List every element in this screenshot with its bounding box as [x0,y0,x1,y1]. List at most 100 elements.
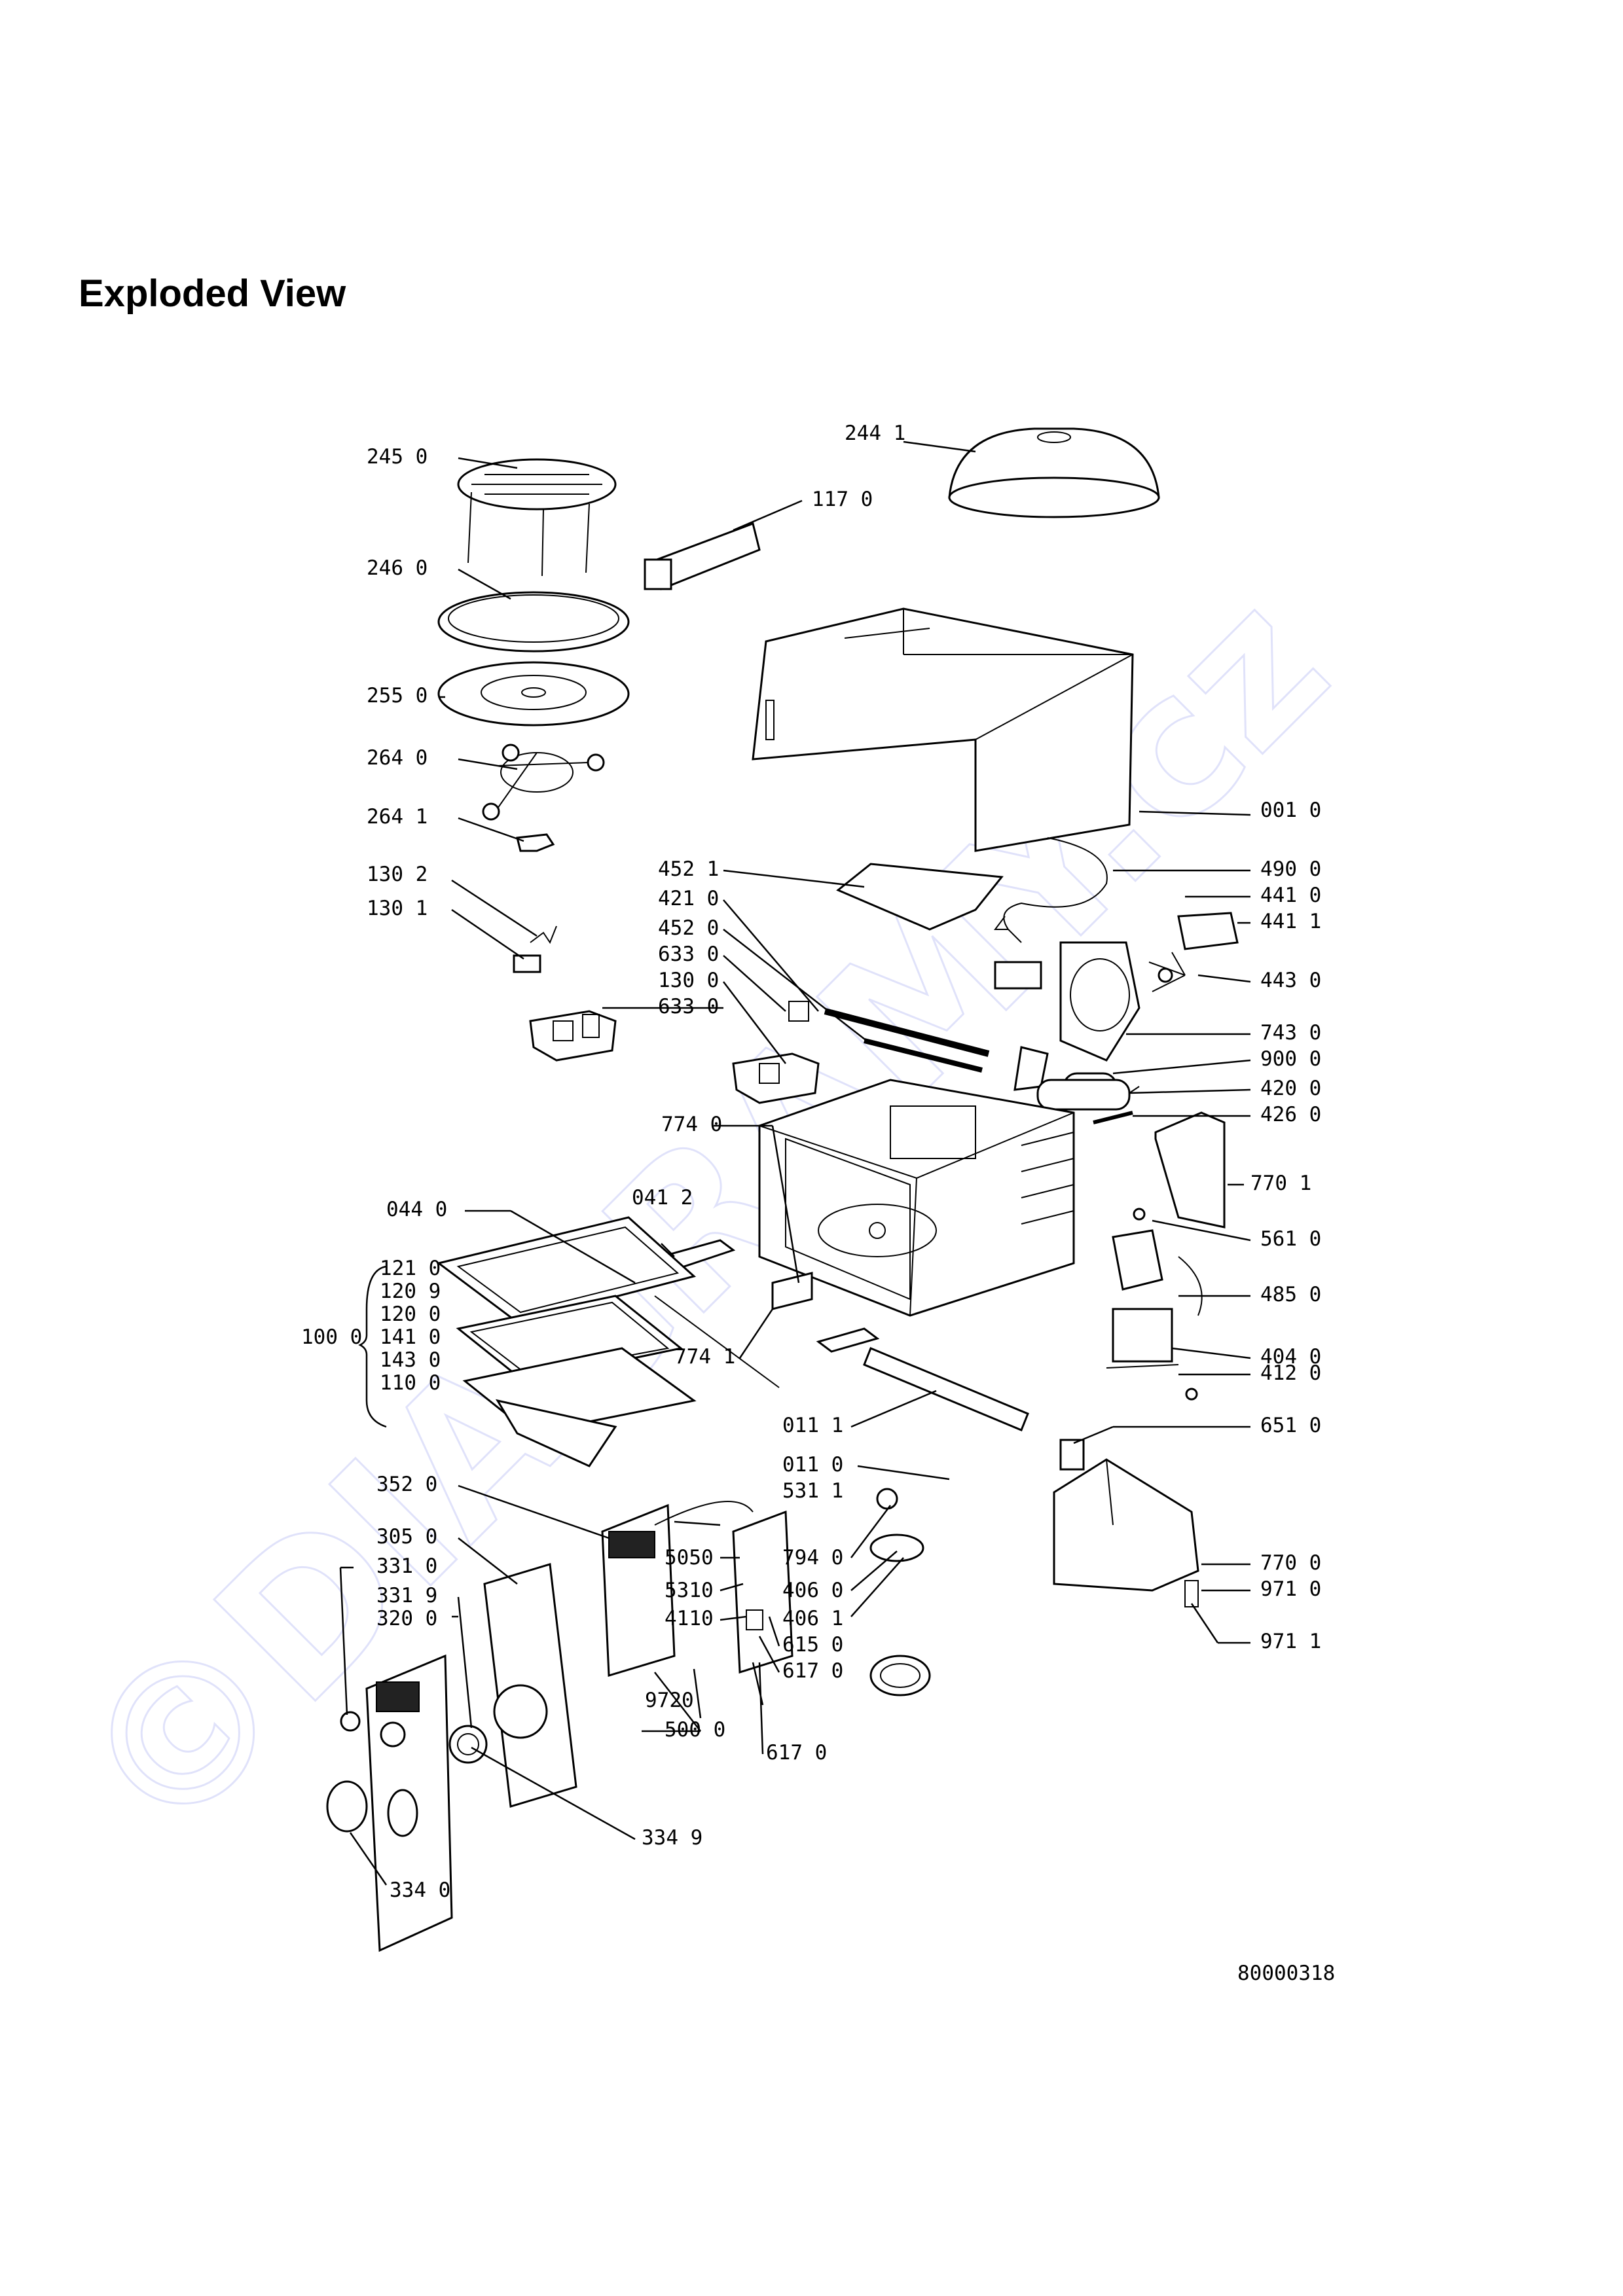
part-label: 774 0 [661,1113,722,1136]
part-label: 770 1 [1250,1172,1311,1195]
part-label: 117 0 [812,488,873,511]
part-label: 426 0 [1260,1103,1321,1126]
part-label: 412 0 [1260,1361,1321,1385]
plate-cover-part [948,427,1160,518]
part-label: 244 1 [845,422,905,445]
glass-plate-part [437,661,630,726]
part-label: 352 0 [376,1473,437,1496]
part-label: 044 0 [386,1198,447,1221]
part-label: 971 0 [1260,1577,1321,1601]
display-board-part [601,1503,676,1677]
fuse-part [1093,1111,1133,1124]
part-label: 774 1 [674,1345,735,1369]
part-label: 406 0 [782,1579,843,1602]
part-label: 120 0 [380,1302,441,1326]
part-label: 264 0 [367,746,428,770]
part-label: 633 0 [658,942,719,966]
door-frame-part [436,1216,780,1467]
handle-part [644,522,761,590]
tray-part [437,591,630,653]
part-label: 110 0 [380,1371,441,1395]
outer-case-part [752,607,1134,852]
part-label: 9720 [645,1689,694,1712]
part-label: 141 0 [380,1325,441,1349]
part-label: 320 0 [376,1607,437,1630]
door-switch-right-part [732,1001,820,1104]
part-label: 743 0 [1260,1021,1321,1045]
part-label: 971 1 [1260,1630,1321,1653]
part-label: 421 0 [658,887,719,910]
part-label: 900 0 [1260,1047,1321,1071]
part-label: 633 0 [658,995,719,1018]
part-label: 305 0 [376,1525,437,1549]
part-label: 255 0 [367,684,428,708]
spring-clip-part [513,925,557,973]
part-label: 443 0 [1260,969,1321,992]
part-label: 264 1 [367,805,428,829]
coupler-part [516,833,555,852]
part-label: 001 0 [1260,798,1321,822]
part-label: 441 0 [1260,884,1321,907]
grill-rack-part [457,458,617,577]
part-label: 331 9 [376,1584,437,1607]
part-label: 617 0 [766,1741,827,1765]
part-label: 334 9 [642,1826,702,1850]
part-label: 331 0 [376,1554,437,1578]
part-label: 651 0 [1260,1414,1321,1437]
part-label: 770 0 [1260,1551,1321,1575]
base-housing-part [1053,1439,1199,1607]
part-label: 143 0 [380,1348,441,1372]
part-label: 420 0 [1260,1077,1321,1100]
part-label: 121 0 [380,1257,441,1280]
part-label: 130 0 [658,969,719,992]
part-label: 5050 [665,1546,714,1570]
part-label: 617 0 [782,1659,843,1683]
part-label: 452 1 [658,857,719,881]
cover-plate-part [836,863,1004,931]
support-rail-part [863,1347,1029,1431]
knob-small-part [340,1711,361,1732]
part-label: 011 1 [782,1414,843,1437]
roller-ring-part [482,744,605,821]
part-label: 406 1 [782,1607,843,1630]
part-label: 404 0 [1260,1345,1321,1369]
heater-element-part [824,1008,990,1057]
fan-motor-part [994,912,1239,1062]
part-label: 245 0 [367,445,428,469]
part-label: 452 0 [658,916,719,940]
part-label: 531 1 [782,1479,843,1503]
part-label: 100 0 [301,1325,362,1349]
part-label: 615 0 [782,1633,843,1657]
part-label: 561 0 [1260,1227,1321,1251]
hinge-clip-part [771,1272,813,1310]
turntable-motor-part [869,1488,931,1696]
part-label: 4110 [665,1607,714,1630]
page-title: Exploded View [79,272,346,315]
part-label: 441 1 [1260,910,1321,933]
control-pcb-part [654,1501,793,1674]
part-label: 490 0 [1260,857,1321,881]
watermark: ©DIAGRAMY.cz [35,550,1370,1885]
part-label: 130 2 [367,863,428,886]
knob-large-part [326,1780,368,1833]
part-label: 130 1 [367,897,428,920]
part-label: 246 0 [367,556,428,580]
part-label: 500 0 [665,1718,725,1742]
drawing-number: 80000318 [1237,1962,1335,1985]
part-label: 041 2 [632,1186,693,1210]
part-labels: 244 1 245 0 117 0 246 0 255 0 264 0 264 … [301,422,1321,1902]
part-label: 120 9 [380,1280,441,1303]
door-switch-left-part [529,1010,617,1062]
oven-cavity-part [758,1079,1075,1317]
part-label: 334 0 [390,1878,450,1902]
control-panel-part [365,1563,577,1952]
shield-part [1154,1111,1226,1229]
part-label: 794 0 [782,1546,843,1570]
capacitor-part [1036,1079,1140,1111]
leader-lines [339,440,1251,1886]
power-cord-part [994,837,1108,943]
part-label: 5310 [665,1579,714,1602]
part-label: 485 0 [1260,1283,1321,1306]
part-label: 011 0 [782,1453,843,1477]
